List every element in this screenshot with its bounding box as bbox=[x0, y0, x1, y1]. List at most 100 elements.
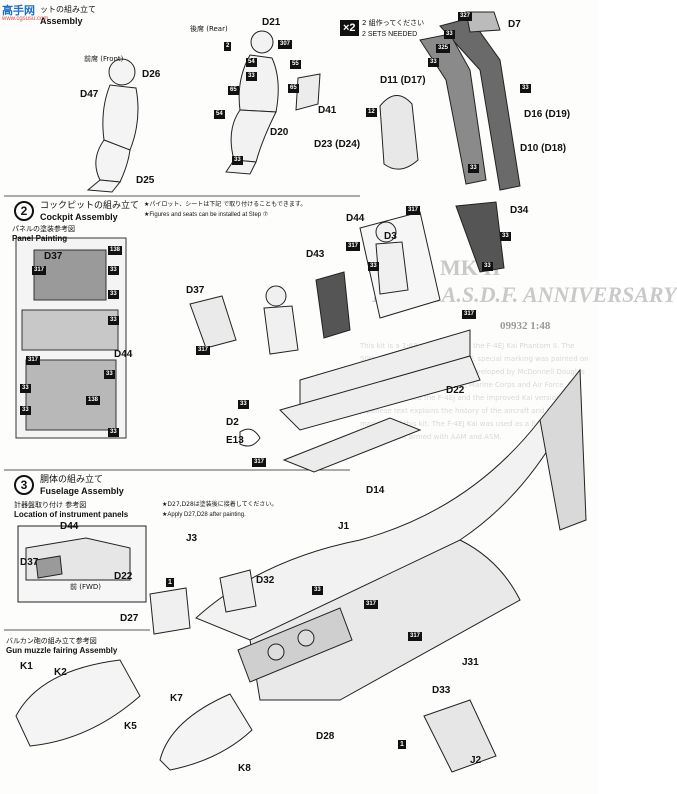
label-D26: D26 bbox=[142, 69, 161, 80]
step3-note-en: ★Apply D27,D28 after painting. bbox=[162, 512, 246, 518]
label-J31: J31 bbox=[462, 657, 479, 668]
fuselage-part-J1 bbox=[195, 368, 587, 701]
label-D10: D10 (D18) bbox=[520, 143, 567, 154]
tag-33a: 33 bbox=[246, 72, 257, 81]
fwd-arrow-label: 前 (FWD) bbox=[70, 583, 102, 591]
tag-65a: 65 bbox=[228, 86, 239, 95]
panel-location-diagram bbox=[17, 525, 147, 603]
tag-33c: 33 bbox=[444, 30, 455, 39]
step2-title-jp: コックピットの組み立て bbox=[40, 201, 140, 211]
loc-title-jp: 計器盤取り付け 参考図 bbox=[14, 501, 87, 509]
part-D32 bbox=[219, 569, 257, 613]
label-K8: K8 bbox=[238, 763, 251, 774]
label-E13: E13 bbox=[226, 435, 244, 446]
panel-label-D44: D44 bbox=[114, 349, 133, 360]
label-D22: D22 bbox=[446, 385, 465, 396]
panel-tag-138a: 138 bbox=[108, 246, 123, 255]
front-pilot-figure bbox=[86, 58, 139, 193]
gun-fairing-diagram bbox=[15, 659, 141, 747]
label-D43: D43 bbox=[306, 249, 325, 260]
gun-title-jp: バルカン砲の組み立て参考図 bbox=[6, 637, 97, 645]
tag-33h: 33 bbox=[500, 232, 511, 241]
small-part-E13 bbox=[239, 428, 261, 447]
label-D28: D28 bbox=[316, 731, 335, 742]
label-K2: K2 bbox=[54, 667, 67, 678]
seat-cushion-part bbox=[379, 95, 419, 170]
tag-33e: 33 bbox=[520, 84, 531, 93]
label-K7: K7 bbox=[170, 693, 183, 704]
tag-317f: 317 bbox=[364, 600, 379, 609]
panel-tag-33a: 33 bbox=[108, 266, 119, 275]
loc-label-D37: D37 bbox=[20, 557, 39, 568]
step3-number: 3 bbox=[14, 475, 34, 495]
panel-label-D37: D37 bbox=[44, 251, 63, 262]
intake-part-J2 bbox=[423, 699, 497, 773]
marker-box-1a: 1 bbox=[166, 578, 174, 587]
tag-317g: 317 bbox=[408, 632, 423, 641]
label-J1: J1 bbox=[338, 521, 350, 532]
sets-note-jp: 2 組作ってください bbox=[362, 19, 425, 27]
tag-65b: 65 bbox=[288, 84, 299, 93]
tag-317b: 317 bbox=[346, 242, 361, 251]
label-D2: D2 bbox=[226, 417, 239, 428]
label-D37: D37 bbox=[186, 285, 205, 296]
label-D11: D11 (D17) bbox=[380, 75, 426, 86]
label-D25: D25 bbox=[136, 175, 155, 186]
tag-317d: 317 bbox=[196, 346, 211, 355]
step3-note-jp: ★D27,D28は塗装後に接着してください。 bbox=[162, 501, 278, 508]
instrument-panel-part bbox=[315, 201, 505, 339]
step2-note-jp: ★パイロット、シートは下記 で取り付けることもできます。 bbox=[144, 201, 307, 208]
label-D44: D44 bbox=[346, 213, 365, 224]
label-D41: D41 bbox=[318, 105, 337, 116]
tag-2: 2 bbox=[224, 42, 232, 51]
label-J3: J3 bbox=[186, 533, 198, 544]
panel-painting-diagram bbox=[15, 237, 127, 439]
sets-badge: ×2 bbox=[340, 20, 359, 36]
tag-327: 327 bbox=[458, 12, 473, 21]
watermark-site: 高手网 bbox=[2, 5, 35, 17]
sets-note-en: 2 SETS NEEDED bbox=[362, 31, 418, 38]
label-K1: K1 bbox=[20, 661, 33, 672]
tag-12: 12 bbox=[366, 108, 377, 117]
tag-55: 55 bbox=[290, 60, 301, 69]
tag-325: 325 bbox=[436, 44, 451, 53]
step1-title-en: Assembly bbox=[40, 16, 83, 26]
tag-317e: 317 bbox=[252, 458, 267, 467]
label-D32: D32 bbox=[256, 575, 275, 586]
tag-33i: 33 bbox=[482, 262, 493, 271]
tag-317c: 317 bbox=[462, 310, 477, 319]
step2-title-en: Cockpit Assembly bbox=[40, 212, 118, 222]
pilot-in-cockpit bbox=[263, 221, 409, 355]
assembly-line-art bbox=[4, 11, 587, 773]
seat-part-D37 bbox=[189, 295, 237, 349]
tag-33d: 33 bbox=[428, 58, 439, 67]
panel-tag-33g: 33 bbox=[108, 428, 119, 437]
panel-tag-33d: 33 bbox=[104, 370, 115, 379]
loc-title-en: Location of instrument panels bbox=[14, 510, 129, 519]
watermark-url: www.cgsusu.com bbox=[2, 16, 49, 22]
tag-317a: 317 bbox=[406, 206, 421, 215]
nose-cone-part bbox=[159, 693, 253, 771]
label-D33: D33 bbox=[432, 685, 451, 696]
tag-33j: 33 bbox=[238, 400, 249, 409]
panel-tag-317a: 317 bbox=[32, 266, 47, 275]
loc-label-D22: D22 bbox=[114, 571, 133, 582]
step2-number: 2 bbox=[14, 201, 34, 221]
panel-tag-33c: 33 bbox=[108, 316, 119, 325]
panel-tag-33b: 33 bbox=[108, 290, 119, 299]
label-D16: D16 (D19) bbox=[524, 109, 571, 120]
seat-top-bracket bbox=[465, 11, 501, 33]
tag-307: 307 bbox=[278, 40, 293, 49]
tag-54b: 54 bbox=[214, 110, 225, 119]
tag-33k: 33 bbox=[312, 586, 323, 595]
label-K5: K5 bbox=[124, 721, 137, 732]
step3-title-jp: 胴体の組み立て bbox=[40, 475, 104, 485]
panel-tag-317b: 317 bbox=[26, 356, 41, 365]
panel-tag-138b: 138 bbox=[86, 396, 101, 405]
rear-pilot-figure bbox=[225, 30, 279, 175]
tag-33b: 33 bbox=[232, 156, 243, 165]
step2-note-en: ★Figures and seats can be installed at S… bbox=[144, 212, 269, 218]
bg-kit-number: 09932 1:48 bbox=[500, 320, 551, 332]
tag-33g: 33 bbox=[368, 262, 379, 271]
label-D7: D7 bbox=[508, 19, 521, 30]
